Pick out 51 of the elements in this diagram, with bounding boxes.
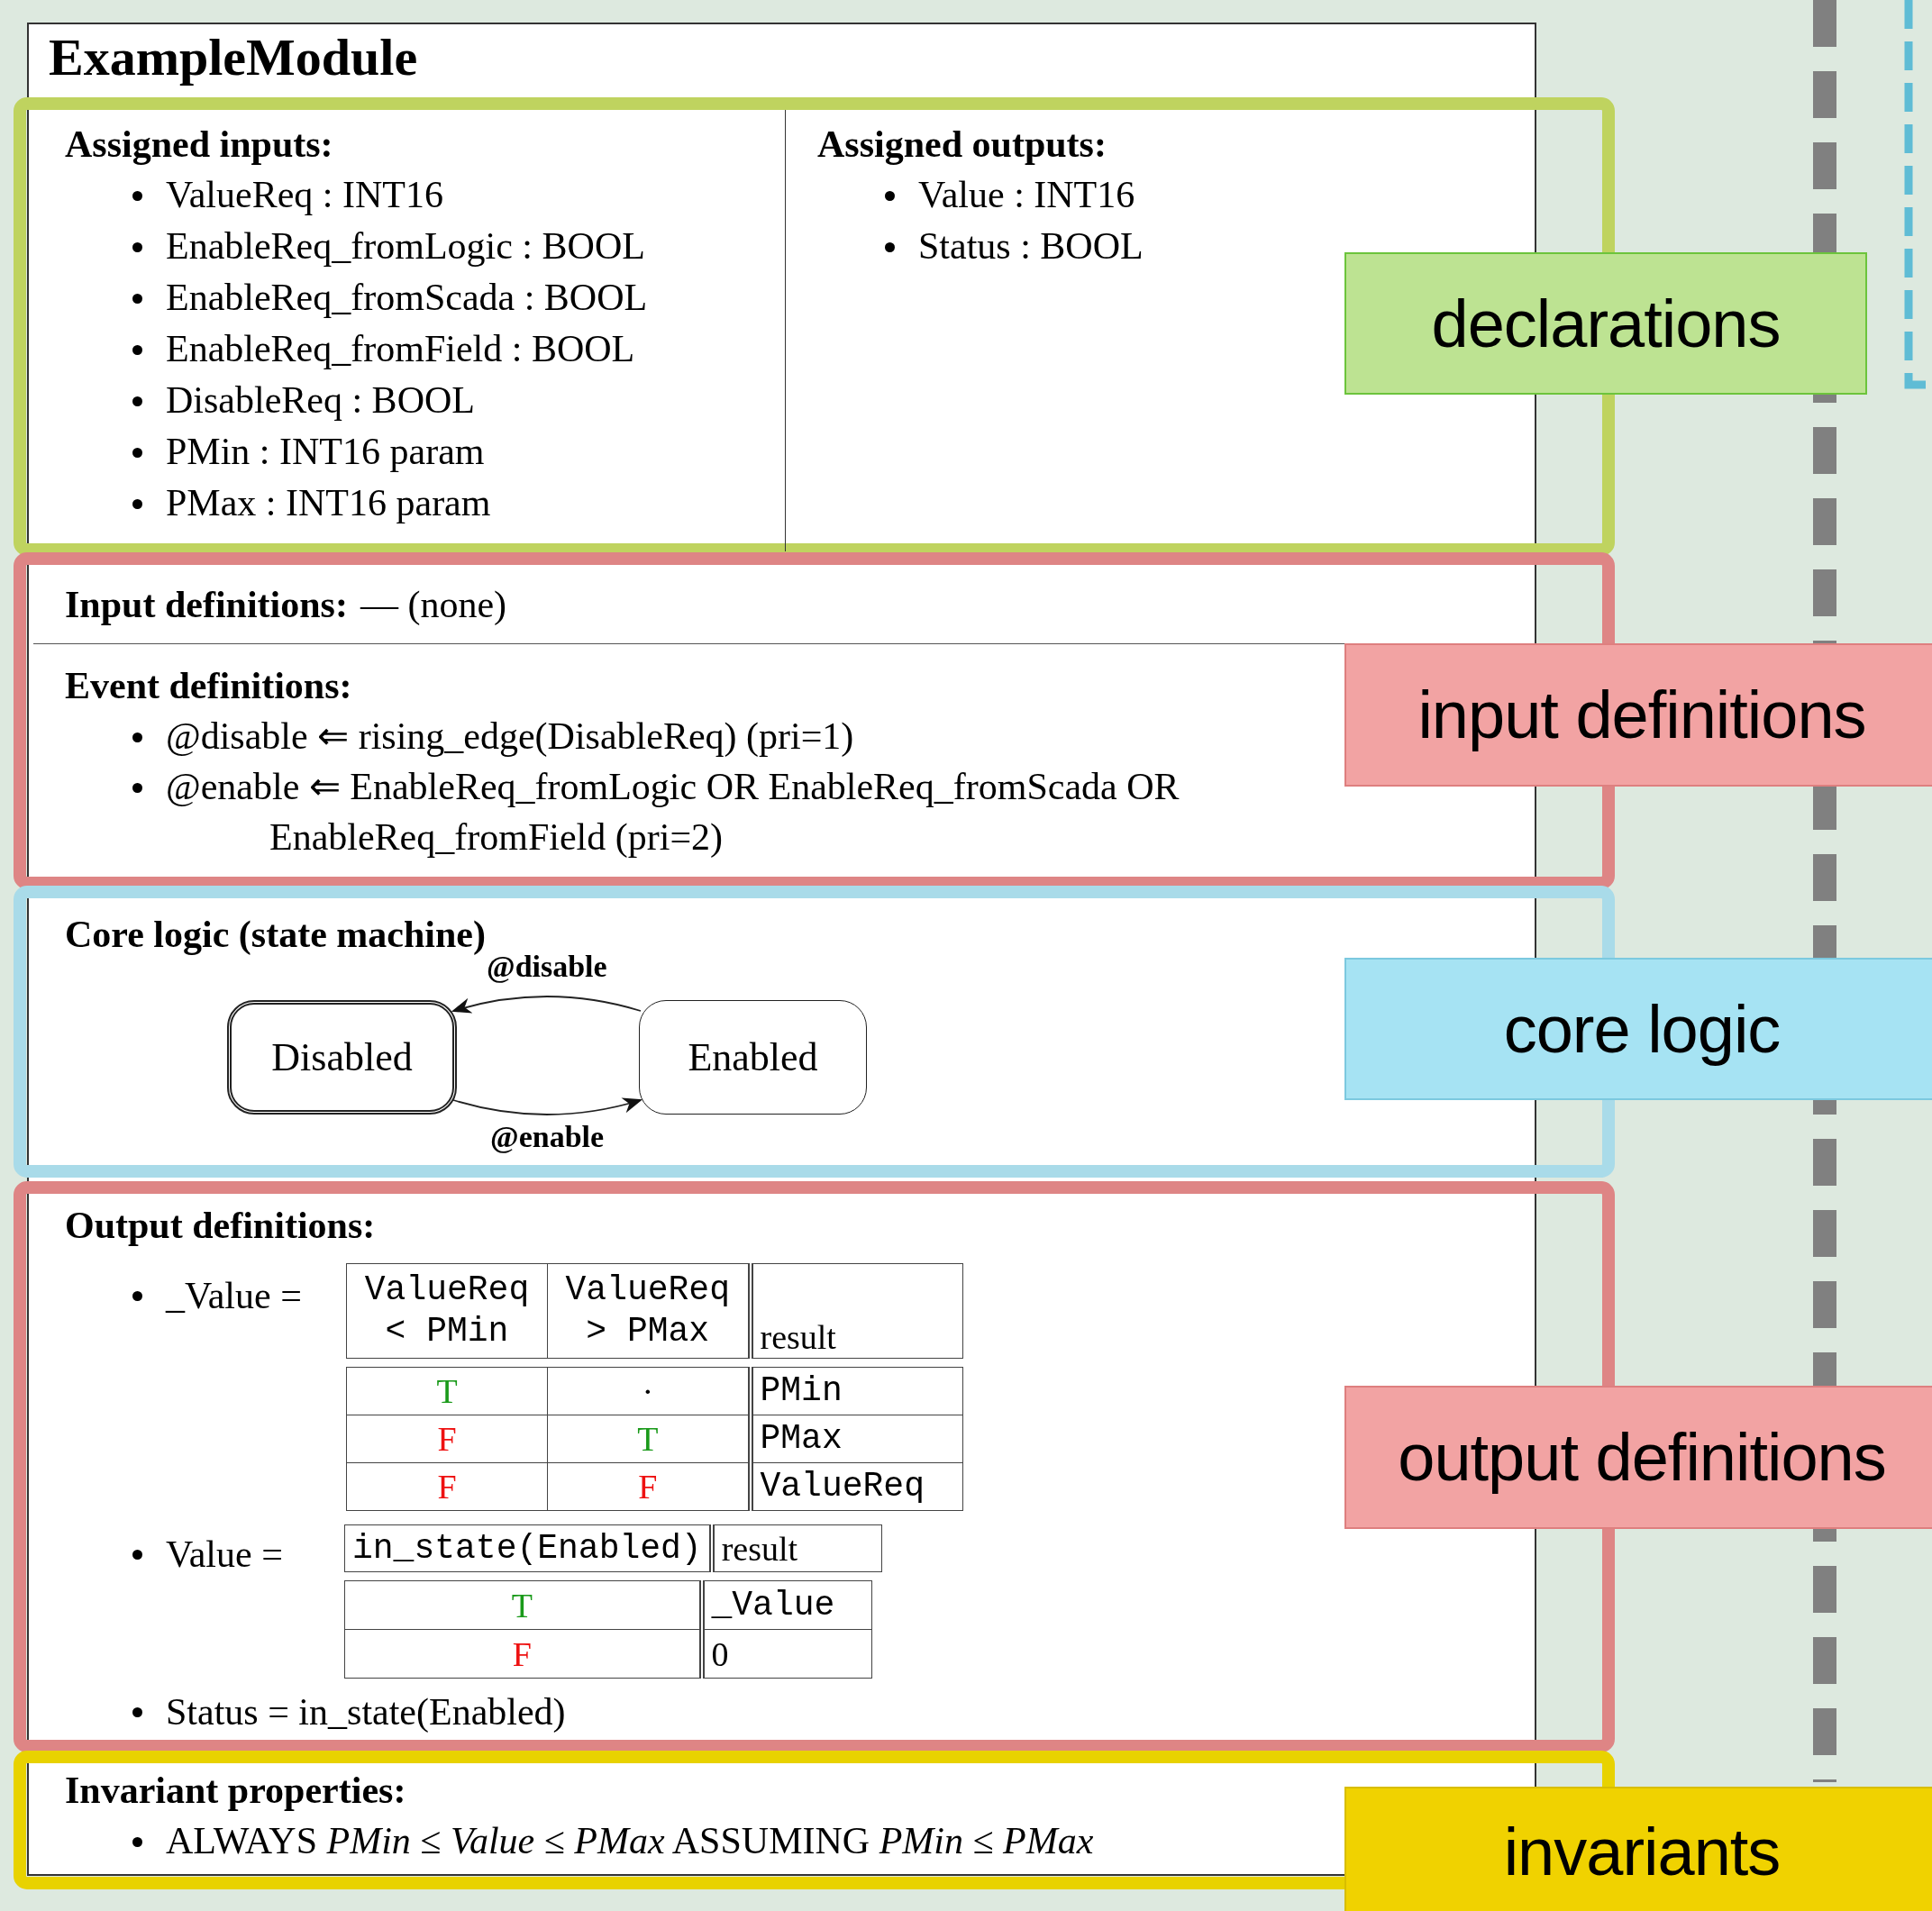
list-item: @enable ⇐ EnableReq_fromLogic OR EnableReq_fromScada OR EnableReq_fromField (pri=2)	[166, 761, 1333, 862]
section-tag: declarations	[1344, 252, 1867, 395]
section-tag: invariants	[1344, 1787, 1932, 1911]
list-item: PMax : INT16 param	[166, 478, 753, 529]
list-item: PMin : INT16 param	[166, 426, 753, 478]
list-item: EnableReq_fromField : BOOL	[166, 323, 753, 375]
edge-label: @disable	[487, 950, 607, 984]
section-heading: Assigned inputs:	[65, 123, 334, 167]
table-cell: result	[750, 1263, 963, 1359]
table-cell: ·	[547, 1367, 751, 1415]
table-cell: T	[346, 1367, 548, 1415]
list-item: DisableReq : BOOL	[166, 375, 753, 426]
section-tag: input definitions	[1344, 643, 1932, 787]
list-item: @disable ⇐ rising_edge(DisableReq) (pri=1)	[166, 711, 1333, 761]
table-cell: T	[344, 1580, 702, 1630]
state-box: Enabled	[639, 1000, 867, 1115]
list-item: ValueReq : INT16	[166, 169, 753, 221]
list-item: Status : BOOL	[918, 221, 1311, 272]
transition-arrow	[452, 1097, 643, 1115]
table-cell: ValueReq	[750, 1462, 963, 1511]
section-text: — (none)	[360, 584, 507, 625]
list-item: Status = in_state(Enabled)	[166, 1688, 566, 1735]
list-item: EnableReq_fromScada : BOOL	[166, 272, 753, 323]
section-heading: Input definitions:	[65, 584, 348, 625]
table-cell: PMin	[750, 1367, 963, 1415]
list-item: Value : INT16	[918, 169, 1311, 221]
list-item: Value =	[166, 1531, 283, 1578]
section-tag: core logic	[1344, 958, 1932, 1100]
table-cell: 0	[701, 1629, 872, 1679]
section-heading: Event definitions:	[65, 664, 353, 708]
table-cell: _Value	[701, 1580, 872, 1630]
table-cell: ValueReq > PMax	[547, 1263, 751, 1359]
state-box: Disabled	[227, 1000, 457, 1115]
table-cell: F	[346, 1462, 548, 1511]
section-heading: Invariant properties:	[65, 1769, 407, 1813]
section-heading: Assigned outputs:	[817, 123, 1107, 167]
table-cell: result	[711, 1524, 882, 1572]
section-heading: Output definitions:	[65, 1204, 376, 1248]
section-heading: Core logic (state machine)	[65, 913, 487, 957]
list-item: ALWAYS PMin ≤ Value ≤ PMax ASSUMING PMin ≤ PMax	[166, 1815, 1311, 1867]
table-cell: ValueReq < PMin	[346, 1263, 548, 1359]
table-cell: F	[344, 1629, 702, 1679]
list-item: _Value =	[166, 1272, 302, 1319]
module-title: ExampleModule	[49, 28, 418, 87]
table-cell: F	[346, 1415, 548, 1463]
transition-arrow	[451, 996, 642, 1015]
section-tag: output definitions	[1344, 1386, 1932, 1529]
table-cell: in_state(Enabled)	[344, 1524, 712, 1572]
list-item: EnableReq_fromLogic : BOOL	[166, 221, 753, 272]
table-cell: PMax	[750, 1415, 963, 1463]
edge-label: @enable	[490, 1120, 605, 1154]
